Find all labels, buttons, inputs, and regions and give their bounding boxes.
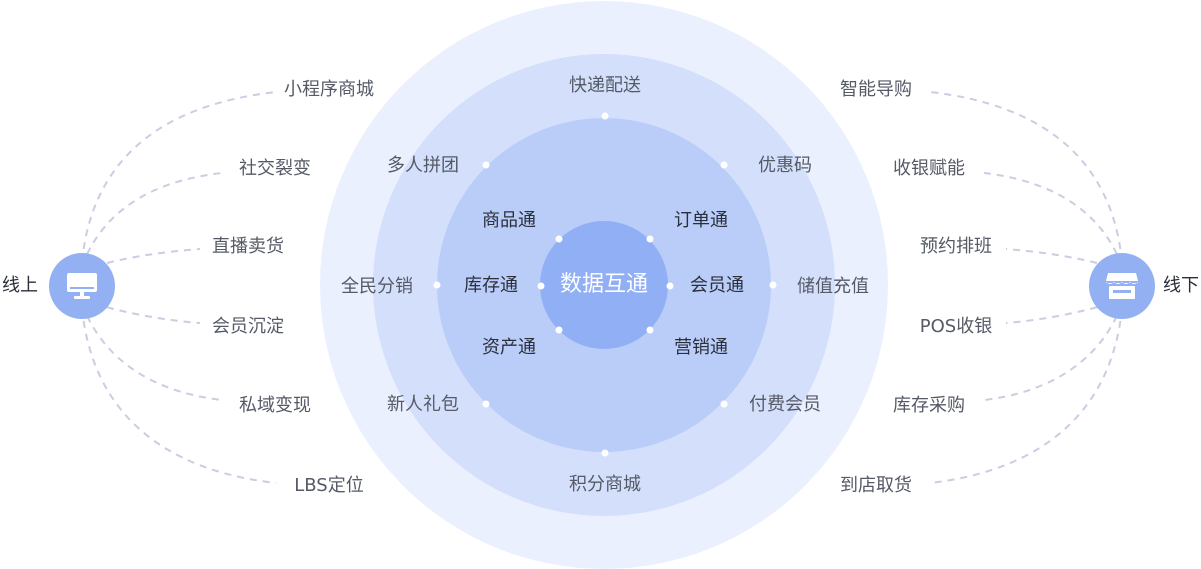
ring-dot (646, 235, 654, 243)
ring-dot (720, 400, 728, 408)
connector-online-4 (81, 299, 201, 324)
ring-dot (601, 449, 609, 457)
connector-offline-4 (1005, 299, 1123, 324)
ring-dot (482, 161, 490, 169)
online-item-6: LBS定位 (294, 475, 364, 496)
inner-label-member: 会员通 (690, 275, 744, 296)
inner-label-inventory: 库存通 (464, 275, 518, 296)
middle-label-newcomer-gift: 新人礼包 (387, 394, 459, 415)
store-icon (1106, 273, 1138, 299)
middle-label-coupon: 优惠码 (758, 155, 812, 176)
offline-item-2: 收银赋能 (893, 158, 965, 179)
online-item-4: 会员沉淀 (212, 316, 284, 337)
offline-connectors (929, 91, 1123, 484)
ring-dot (646, 326, 654, 334)
connector-offline-3 (1005, 248, 1123, 271)
offline-item-4: POS收银 (919, 316, 993, 337)
ring-dot (601, 112, 609, 120)
core-label: 数据互通 (559, 272, 649, 297)
middle-label-paid-member: 付费会员 (749, 394, 821, 415)
middle-label-delivery: 快递配送 (569, 75, 641, 96)
offline-item-5: 库存采购 (893, 395, 965, 416)
middle-label-distribution: 全民分销 (341, 276, 413, 297)
connector-online-6 (81, 307, 277, 484)
middle-label-group-buy: 多人拼团 (387, 155, 459, 176)
connector-online-1 (81, 91, 277, 263)
ring-dot (482, 400, 490, 408)
inner-label-product: 商品通 (482, 210, 536, 231)
ring-dot (555, 326, 563, 334)
online-item-3: 直播卖货 (212, 236, 284, 257)
connector-offline-6 (929, 307, 1123, 484)
offline-hub (1089, 253, 1155, 319)
offline-item-6: 到店取货 (840, 475, 912, 496)
connector-offline-5 (983, 303, 1123, 401)
ring-dot (555, 235, 563, 243)
online-item-5: 私域变现 (239, 395, 311, 416)
inner-label-order: 订单通 (674, 210, 728, 231)
online-item-2: 社交裂变 (239, 158, 311, 179)
offline-item-3: 预约排班 (920, 236, 992, 257)
ring-dot (433, 281, 441, 289)
inner-label-asset: 资产通 (482, 337, 536, 358)
middle-label-points-mall: 积分商城 (569, 474, 641, 495)
ring-dot (769, 281, 777, 289)
inner-label-marketing: 营销通 (674, 337, 728, 358)
connector-online-5 (81, 303, 223, 401)
connector-offline-1 (929, 91, 1123, 263)
online-item-1: 小程序商城 (284, 79, 374, 100)
ring-dot (666, 282, 674, 290)
core-circle (540, 221, 668, 349)
online-hub (49, 253, 115, 319)
connector-online-3 (81, 248, 201, 271)
ring-dot (537, 282, 545, 290)
online-label: 线上 (2, 275, 38, 296)
monitor-icon (67, 273, 97, 299)
offline-item-1: 智能导购 (840, 79, 912, 100)
connector-offline-2 (983, 172, 1123, 267)
offline-label: 线下 (1163, 275, 1199, 296)
middle-label-recharge: 储值充值 (797, 276, 869, 297)
ring-dot (720, 161, 728, 169)
online-connectors (81, 91, 277, 484)
